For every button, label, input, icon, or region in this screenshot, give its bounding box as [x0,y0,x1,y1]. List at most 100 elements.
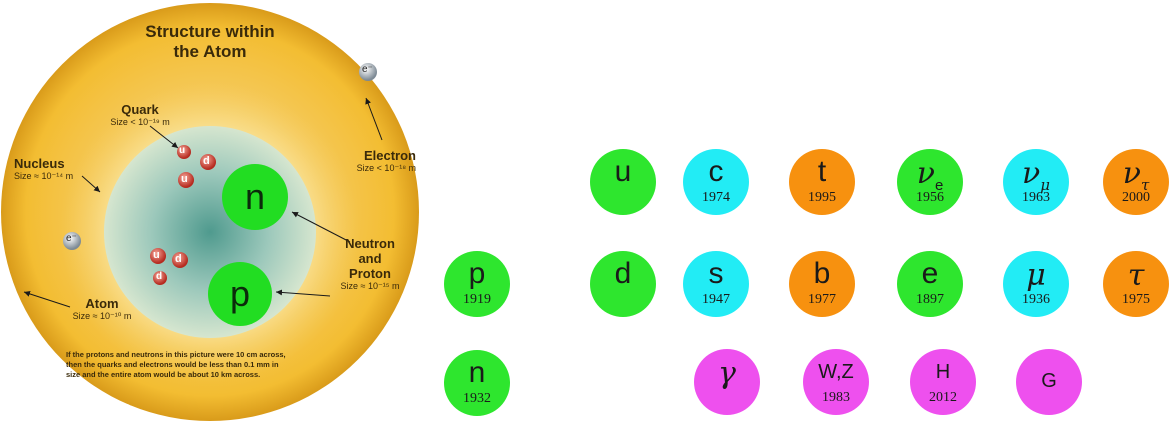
quark-d-label: d [203,155,210,167]
quark-label: Quark [121,102,159,117]
particle-muon: μ 1936 [1003,251,1069,317]
quark-ball [177,145,191,159]
particle-symbol: d [614,257,632,290]
particle-symbol: γ [718,356,736,391]
neutron-circle: n [222,164,288,230]
particle-graviton: G [1016,349,1082,415]
particle-tau: τ 1975 [1103,251,1169,317]
hadron-proton: p 1919 [444,251,510,317]
electron-ball [63,232,81,250]
particle-year: 1983 [822,390,850,405]
electron-arrow [365,97,383,141]
quark-ball [178,172,194,188]
particle-symbol: t [817,155,827,188]
particle-top-quark: t 1995 [789,149,855,215]
particle-symbol: W,Z [818,361,854,383]
electron-caption: Electron Size < 10⁻¹⁸ m [334,148,416,174]
particle-symbol: u [614,155,632,188]
particle-strange-quark: s 1947 [683,251,749,317]
particle-tau-neutrino: ντ 2000 [1103,149,1169,215]
scale-note-line: then the quarks and electrons would be l… [66,360,279,369]
particle-muon-neutrino: νμ 1963 [1003,149,1069,215]
neutron-proton-caption: Neutron and Proton Size ≈ 10⁻¹⁵ m [330,236,410,292]
quark-u-label: u [153,249,160,261]
electron-label: Electron [363,148,416,163]
atom-title-line1: Structure within [145,22,275,41]
particle-year: 1897 [916,292,944,307]
neutrino-symbol: ν [1022,156,1041,191]
atom-arrow [23,291,71,308]
atom-background-graphic [1,3,419,421]
quark-d-label: d [156,271,163,282]
particle-year: 1919 [463,292,491,307]
particle-year: 1956 [916,190,944,205]
particle-year: 1975 [1122,292,1150,307]
particle-symbol: νe [897,159,963,201]
quark-u-label: u [181,173,188,185]
particle-year: 1963 [1022,190,1050,205]
particle-symbol: s [708,257,724,290]
nucleus-caption: Nucleus Size ≈ 10⁻¹⁴ m [14,156,104,182]
particle-year: 1947 [702,292,730,307]
electron-symbol: e⁻ [362,64,373,75]
hadron-neutron: n 1932 [444,350,510,416]
particle-year: 1932 [463,391,491,406]
proton-arrow [275,289,331,297]
particle-symbol: n [468,356,486,389]
proton-circle: p [208,262,272,326]
particle-bottom-quark: b 1977 [789,251,855,317]
particle-down-quark: d [590,251,656,317]
neutrino-flavor: e [934,177,944,194]
quark-ball [150,248,166,264]
particle-symbol: e [921,257,939,290]
particle-year: 1977 [808,292,836,307]
electron-size: Size < 10⁻¹⁸ m [356,163,416,173]
particle-year: 1995 [808,190,836,205]
neutrino-symbol: ν [916,156,935,191]
scale-note-line: If the protons and neutrons in this pict… [66,350,286,359]
particle-symbol: p [468,257,486,290]
particle-w-z-bosons: W,Z 1983 [803,349,869,415]
atom-caption: Atom Size ≈ 10⁻¹⁰ m [52,296,152,322]
atom-structure-figure: u d u u d d e⁻ e⁻ n p Structure within t… [0,0,420,425]
electron-ball [359,63,377,81]
atom-size: Size ≈ 10⁻¹⁰ m [72,311,132,321]
particle-symbol: μ [1026,258,1046,293]
particle-symbol: ντ [1103,159,1169,200]
and-label: and [358,251,382,266]
quark-arrow [149,125,179,149]
particle-charm-quark: c 1974 [683,149,749,215]
quark-ball [172,252,188,268]
particle-electron: e 1897 [897,251,963,317]
nucleus-size: Size ≈ 10⁻¹⁴ m [14,171,74,181]
quark-d-label: d [175,253,182,265]
nucleus-label: Nucleus [14,156,65,171]
scale-note-line: size and the entire atom would be about … [66,370,261,379]
particle-higgs: H 2012 [910,349,976,415]
particle-year: 2012 [929,390,957,405]
particle-symbol: b [813,257,831,290]
neutrino-flavor: τ [1140,176,1150,194]
neutrino-symbol: ν [1122,156,1141,191]
atom-title: Structure within the Atom [120,22,300,62]
neutron-arrow [291,211,351,243]
particle-symbol: c [708,155,724,188]
particle-symbol: H [935,361,951,383]
proton-label: Proton [349,266,391,281]
particle-symbol: τ [1127,258,1145,293]
particle-up-quark: u [590,149,656,215]
atom-title-line2: the Atom [173,42,247,61]
neutrino-flavor: μ [1040,176,1050,194]
atom-label: Atom [85,296,119,311]
neutron-symbol: n [244,176,266,217]
quark-ball [200,154,216,170]
particle-symbol: νμ [1003,159,1069,200]
electron-symbol: e⁻ [66,233,77,244]
proton-symbol: p [229,273,251,314]
quark-caption: Quark Size < 10⁻¹⁹ m [90,102,190,128]
particle-symbol: G [1041,370,1057,392]
quark-ball [153,271,167,285]
particle-year: 2000 [1122,190,1150,205]
particle-photon: γ [694,349,760,415]
scale-note: If the protons and neutrons in this pict… [66,350,366,380]
